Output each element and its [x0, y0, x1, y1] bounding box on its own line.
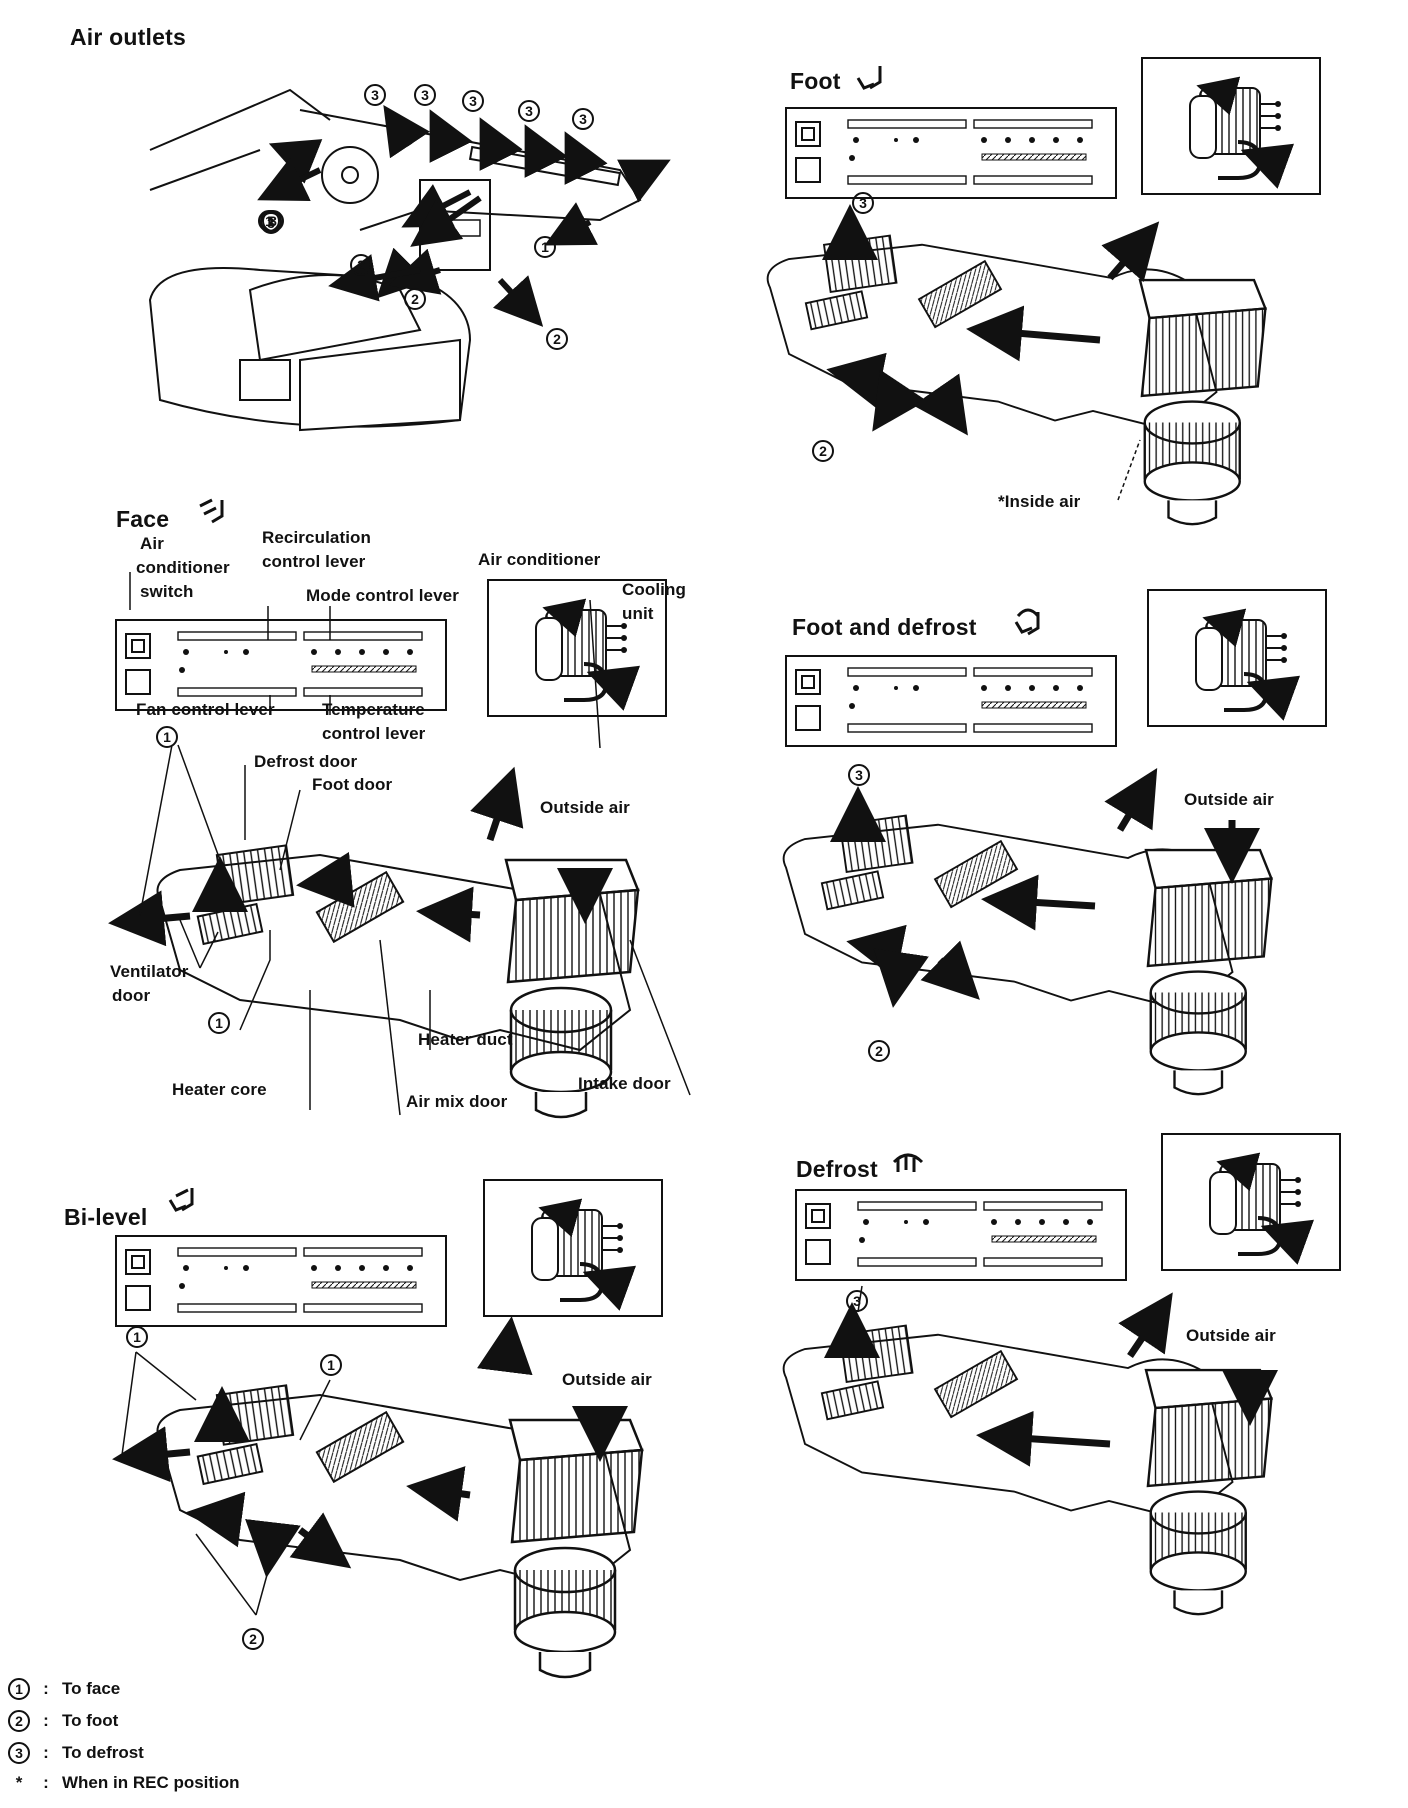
callout-2: 2 — [404, 288, 426, 310]
foot-and-defrost-mode-illustration — [782, 590, 1326, 1096]
label-temperature-line2: control lever — [322, 724, 426, 743]
callout-3: 3 — [852, 192, 874, 214]
label-cooling-line1: Cooling — [622, 580, 686, 599]
callout-1-left: 1 — [260, 210, 282, 232]
callout-1: 1 — [126, 1326, 148, 1348]
title-foot-and-defrost: Foot and defrost — [792, 614, 977, 640]
callout-1: 1 — [156, 726, 178, 748]
callout-1: 1 — [208, 1012, 230, 1034]
legend-item: 1 : To face — [8, 1676, 120, 1702]
label-foot-door: Foot door — [312, 775, 393, 794]
legend-number: * — [15, 1773, 23, 1792]
legend-text: To defrost — [62, 1743, 144, 1762]
callout-3: 3 — [364, 84, 386, 106]
title-foot: Foot — [790, 68, 841, 94]
title-defrost: Defrost — [796, 1156, 878, 1182]
callout-3: 3 — [518, 100, 540, 122]
label-intake-door: Intake door — [578, 1074, 671, 1093]
mode-icons — [168, 66, 1040, 1212]
legend-separator: : — [43, 1679, 49, 1698]
legend-text: To face — [62, 1679, 121, 1698]
label-defrost-door: Defrost door — [254, 752, 358, 771]
label-cooling-line2: unit — [622, 604, 654, 623]
legend-item: 2 : To foot — [8, 1708, 118, 1734]
title-air-outlets: Air outlets — [70, 24, 186, 50]
label-inside-air: *Inside air — [998, 492, 1081, 511]
callout-2: 2 — [350, 254, 372, 276]
callout-2: 2 — [812, 440, 834, 462]
label-air-mix-door: Air mix door — [406, 1092, 508, 1111]
label-fan-control-lever: Fan control lever — [136, 700, 275, 719]
label-recirculation-line2: control lever — [262, 552, 366, 571]
label-heater-duct: Heater duct — [418, 1030, 513, 1049]
label-recirculation-line1: Recirculation — [262, 528, 371, 547]
label-outside-air-bi-level: Outside air — [562, 1370, 652, 1389]
foot-mode-illustration — [766, 58, 1320, 526]
legend-number: 1 — [8, 1678, 30, 1700]
bi-level-mode-illustration — [112, 1180, 662, 1679]
callout-2: 2 — [546, 328, 568, 350]
label-heater-core: Heater core — [172, 1080, 267, 1099]
legend-separator: : — [43, 1743, 49, 1762]
legend-text: To foot — [62, 1711, 119, 1730]
label-mode-control-lever: Mode control lever — [306, 586, 459, 605]
legend-separator: : — [43, 1773, 49, 1792]
label-outside-air-foot-defrost: Outside air — [1184, 790, 1274, 809]
callout-3: 3 — [846, 1290, 868, 1312]
legend-item: 3 : To defrost — [8, 1740, 144, 1766]
label-ventilator-line2: door — [112, 986, 151, 1005]
title-face: Face — [116, 506, 170, 532]
label-ac-switch-line3: switch — [140, 582, 194, 601]
label-outside-air-face: Outside air — [540, 798, 630, 817]
legend-item: * : When in REC position — [8, 1770, 240, 1796]
legend-number: 3 — [8, 1742, 30, 1764]
air-outlets-illustration — [148, 88, 671, 432]
label-ventilator-line1: Ventilator — [110, 962, 189, 981]
callout-3: 3 — [848, 764, 870, 786]
legend-separator: : — [43, 1711, 49, 1730]
label-temperature-line1: Temperature — [322, 700, 425, 719]
legend-number: 2 — [8, 1710, 30, 1732]
callout-3: 3 — [462, 90, 484, 112]
title-bi-level: Bi-level — [64, 1204, 148, 1230]
callout-3: 3 — [572, 108, 594, 130]
label-ac-switch-line1: Air — [140, 534, 164, 553]
callout-1-right: 1 — [534, 236, 556, 258]
face-mode-illustration — [108, 572, 691, 1119]
callout-3: 3 — [414, 84, 436, 106]
defrost-mode-illustration — [782, 1134, 1340, 1616]
label-ac-switch-line2: conditioner — [136, 558, 230, 577]
callout-2: 2 — [242, 1628, 264, 1650]
label-air-conditioner: Air conditioner — [478, 550, 601, 569]
label-outside-air-defrost: Outside air — [1186, 1326, 1276, 1345]
callout-2: 2 — [868, 1040, 890, 1062]
callout-1: 1 — [320, 1354, 342, 1376]
legend-text: When in REC position — [62, 1773, 240, 1792]
